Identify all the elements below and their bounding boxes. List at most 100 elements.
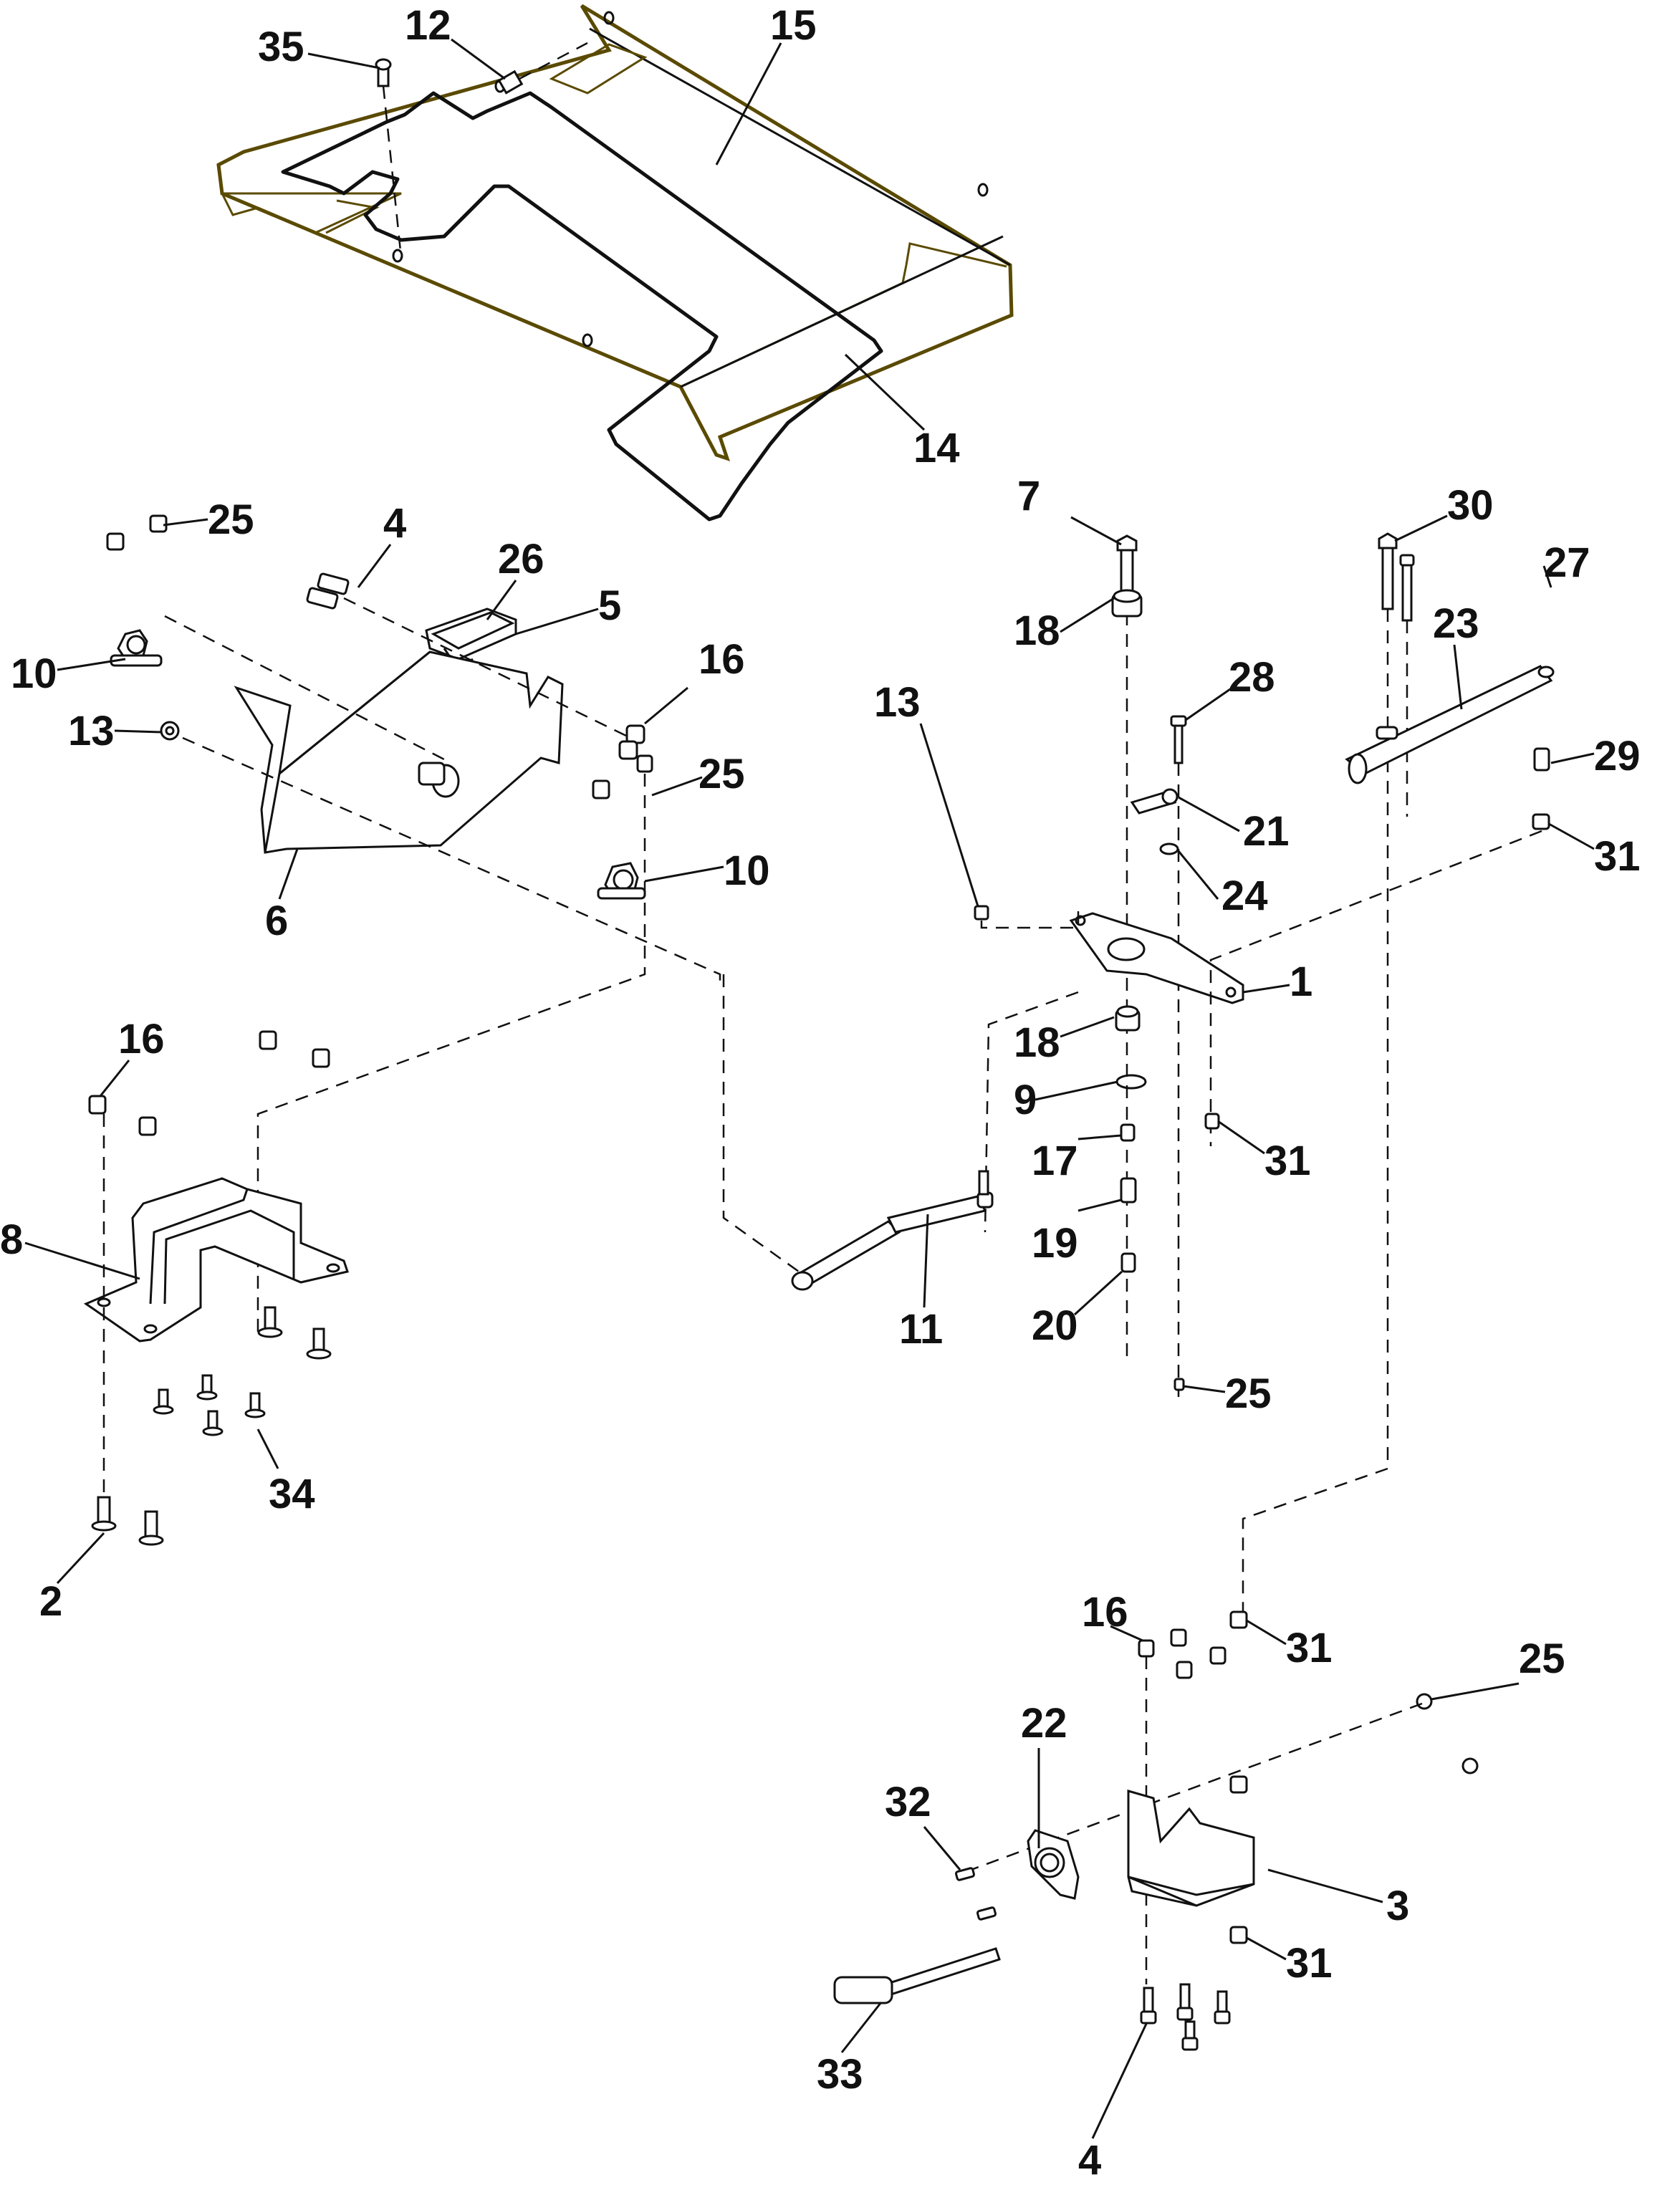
bolt-27[interactable] — [1399, 554, 1415, 622]
callout-25c: 25 — [1183, 1370, 1272, 1417]
callout-15: 15 — [715, 2, 817, 165]
pedal-arm-6[interactable] — [234, 650, 564, 854]
callout-33: 33 — [817, 2002, 883, 2098]
svg-text:18: 18 — [1014, 1019, 1060, 1066]
callout-10b: 10 — [644, 847, 770, 894]
spacer-29[interactable] — [1533, 747, 1550, 772]
spacer-17[interactable] — [1120, 1123, 1136, 1142]
callout-26: 26 — [486, 536, 544, 620]
callout-18a: 18 — [1014, 597, 1115, 654]
svg-text:4: 4 — [1078, 2137, 1101, 2184]
svg-text:6: 6 — [265, 898, 288, 944]
svg-text:17: 17 — [1032, 1138, 1078, 1184]
svg-text:9: 9 — [1014, 1077, 1037, 1123]
svg-text:18: 18 — [1014, 607, 1060, 654]
svg-text:30: 30 — [1447, 482, 1494, 529]
svg-text:27: 27 — [1544, 539, 1590, 586]
bolts-4-bottom[interactable] — [1140, 1983, 1231, 2051]
cable-33[interactable] — [833, 1947, 1001, 2004]
bolt-28[interactable] — [1170, 715, 1187, 764]
callout-11: 11 — [899, 1214, 943, 1353]
bearing-18-top[interactable] — [1111, 589, 1143, 618]
stud-12[interactable] — [497, 69, 524, 95]
floor-plate-assembly — [216, 4, 1014, 522]
callout-31d: 31 — [1246, 1936, 1333, 1987]
floor-plate[interactable] — [216, 4, 1014, 461]
nut-25-pair[interactable] — [106, 514, 168, 551]
svg-text:19: 19 — [1032, 1220, 1078, 1267]
svg-text:28: 28 — [1229, 654, 1275, 701]
nut-25-right[interactable] — [592, 754, 653, 799]
callout-4a: 4 — [357, 500, 406, 588]
nut-20[interactable] — [1120, 1252, 1136, 1273]
svg-text:33: 33 — [817, 2051, 863, 2098]
svg-text:13: 13 — [874, 679, 921, 726]
flange-nut-31-bottom[interactable] — [1229, 1775, 1248, 1944]
flange-nut-31-bottom-top[interactable] — [1229, 1610, 1248, 1629]
svg-text:5: 5 — [598, 582, 621, 629]
svg-text:32: 32 — [885, 1779, 931, 1825]
svg-text:16: 16 — [699, 636, 745, 683]
callout-12: 12 — [405, 2, 506, 80]
flange-nut-31-mid[interactable] — [1204, 1113, 1220, 1130]
callout-35: 35 — [258, 24, 380, 70]
svg-text:25: 25 — [208, 496, 254, 543]
nut-25-bottom[interactable] — [1416, 1693, 1479, 1774]
bearing-10-right[interactable] — [597, 862, 646, 900]
damper-23[interactable] — [1345, 665, 1555, 784]
carriage-bolts[interactable] — [91, 1306, 332, 1546]
svg-text:22: 22 — [1021, 1700, 1067, 1747]
screw-35[interactable] — [375, 58, 392, 87]
flange-nut-31-top-right[interactable] — [1532, 813, 1550, 830]
bracket-3[interactable] — [1127, 1790, 1255, 1907]
nut-16-pair[interactable] — [618, 724, 645, 760]
callout-31a: 31 — [1548, 822, 1641, 880]
svg-text:31: 31 — [1286, 1625, 1333, 1671]
nut-13-right[interactable] — [974, 905, 989, 921]
svg-text:8: 8 — [0, 1216, 23, 1263]
svg-text:20: 20 — [1032, 1302, 1078, 1349]
svg-text:14: 14 — [913, 425, 960, 471]
svg-text:2: 2 — [39, 1578, 62, 1625]
svg-text:34: 34 — [269, 1471, 315, 1517]
pivot-plate-1[interactable] — [1069, 912, 1244, 1004]
callout-16b: 16 — [99, 1016, 165, 1097]
callout-27: 27 — [1542, 539, 1590, 588]
callout-6: 6 — [265, 848, 299, 944]
nut-16-group[interactable] — [1138, 1628, 1227, 1679]
rod-end-21[interactable] — [1130, 788, 1179, 815]
spacer-19[interactable] — [1120, 1177, 1137, 1204]
callout-31c: 31 — [1246, 1619, 1333, 1671]
callout-16c: 16 — [1082, 1589, 1143, 1642]
flange-bearing-22[interactable] — [1027, 1829, 1080, 1900]
bolt-30[interactable] — [1378, 532, 1398, 610]
svg-text:21: 21 — [1243, 808, 1290, 855]
svg-text:10: 10 — [11, 650, 57, 697]
bolt-32[interactable] — [955, 1867, 997, 1921]
callout-28: 28 — [1185, 654, 1275, 721]
linkage-rod-11[interactable] — [791, 1170, 994, 1291]
floor-mat[interactable] — [281, 91, 883, 522]
callout-4b: 4 — [1078, 2023, 1148, 2184]
callout-16a: 16 — [644, 636, 745, 725]
bolt-4-pair[interactable] — [306, 572, 350, 610]
callout-25b: 25 — [651, 751, 745, 797]
nut-25-pivot[interactable] — [1173, 1378, 1185, 1391]
callout-17: 17 — [1032, 1134, 1122, 1184]
washer-24[interactable] — [1159, 842, 1179, 855]
svg-text:16: 16 — [118, 1016, 165, 1062]
svg-text:7: 7 — [1017, 473, 1040, 519]
callout-13a: 13 — [68, 708, 162, 754]
svg-text:35: 35 — [258, 24, 304, 70]
svg-text:25: 25 — [1519, 1636, 1565, 1682]
svg-text:16: 16 — [1082, 1589, 1128, 1636]
nuts-loose[interactable] — [88, 1030, 330, 1136]
svg-text:12: 12 — [405, 2, 451, 49]
bracket-8[interactable] — [83, 1177, 349, 1343]
snap-ring-9[interactable] — [1115, 1074, 1147, 1090]
svg-text:4: 4 — [383, 500, 406, 547]
bearing-18-lower[interactable] — [1115, 1005, 1141, 1032]
nut-13-left[interactable] — [160, 721, 180, 741]
svg-text:3: 3 — [1386, 1883, 1409, 1929]
